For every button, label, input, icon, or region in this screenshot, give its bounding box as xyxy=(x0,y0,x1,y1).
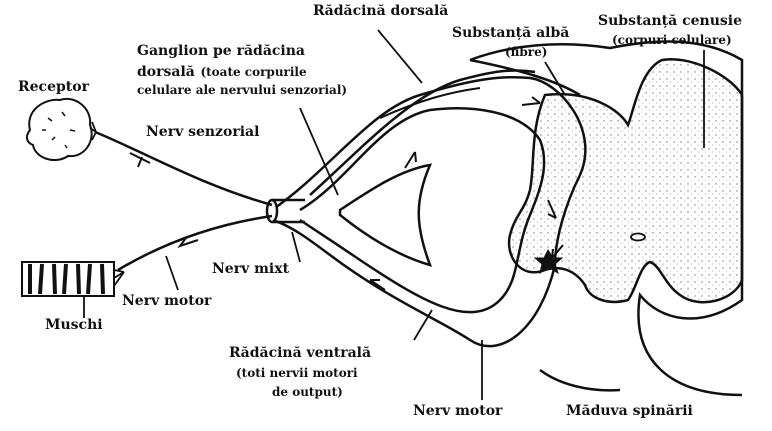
label-grey-matter-sub: (corpuri celulare) xyxy=(612,34,732,47)
leader-motor-nerve-left xyxy=(166,256,178,290)
label-motor-nerve-bottom: Nerv motor xyxy=(413,404,502,419)
label-grey-matter: Substanță cenusie xyxy=(598,14,742,29)
label-motor-nerve-left: Nerv motor xyxy=(122,294,211,309)
label-ganglion-2a: dorsală xyxy=(137,64,195,80)
label-ganglion-1: Ganglion pe rădăcina xyxy=(137,44,305,59)
leader-mixed-nerve xyxy=(292,232,300,262)
leader-dorsal-root xyxy=(378,30,422,83)
label-ventral-root: Rădăcină ventrală xyxy=(229,346,371,361)
spinal-cord-lower-edge xyxy=(540,370,620,390)
label-ganglion-2: dorsală (toate corpurile xyxy=(137,63,307,80)
dorsal-root-arrow xyxy=(405,152,416,168)
label-mixed-nerve: Nerv mixt xyxy=(212,262,289,277)
label-muscle: Muschi xyxy=(45,318,103,333)
sensory-nerve-line xyxy=(95,132,272,205)
label-ventral-root-sub2: de output) xyxy=(272,386,343,399)
root-loop-inner xyxy=(300,108,544,312)
receptor-shape xyxy=(27,99,92,160)
label-dorsal-root: Rădăcină dorsală xyxy=(313,4,448,19)
label-white-matter: Substanță albă xyxy=(452,26,569,41)
label-ventral-root-sub1: (toti nervii motori xyxy=(236,367,358,380)
label-sensory-nerve: Nerv senzorial xyxy=(146,125,259,140)
label-ganglion-3: celulare ale nervului senzorial) xyxy=(137,84,347,97)
label-white-matter-sub: (fibre) xyxy=(505,46,547,59)
label-spinal-cord: Măduva spinării xyxy=(566,404,693,419)
muscle-nerve-ending xyxy=(114,270,124,286)
label-receptor: Receptor xyxy=(18,80,89,95)
ganglion xyxy=(340,165,430,265)
white-matter-arrow xyxy=(522,97,540,105)
label-ganglion-2b: (toate corpurile xyxy=(200,65,306,79)
